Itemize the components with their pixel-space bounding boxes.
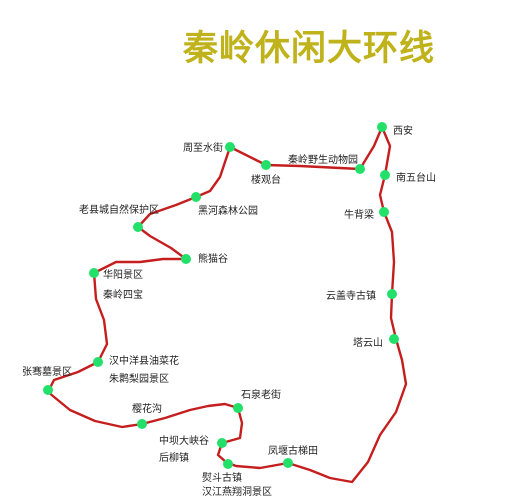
stop-marker-nanwutaishan[interactable] [380,170,390,180]
stop-marker-shiquan[interactable] [233,403,243,413]
stop-marker-heihe[interactable] [191,192,201,202]
stop-marker-zhongba[interactable] [217,438,227,448]
stop-marker-tayunshan[interactable] [389,334,399,344]
stop-label-heihe: 黑河森林公园 [198,204,258,217]
tour-route-line [46,125,408,484]
stop-label-fengtang: 凤堰古梯田 [268,444,318,457]
stop-label-zhongba: 中坝大峡谷 [159,434,209,447]
stop-marker-fengtang[interactable] [283,458,293,468]
stop-label-tayunshan: 塔云山 [353,336,383,349]
stop-label-yinghuagou: 樱花沟 [132,402,162,415]
stop-marker-laoxiancheng[interactable] [133,222,143,232]
stop-label-hanjiang: 汉江燕翔洞景区 [202,485,272,498]
stop-label-qinlingsibao: 秦岭四宝 [103,288,143,301]
stop-marker-zhouzhi[interactable] [225,142,235,152]
stop-label-zhuhuan: 朱鹮梨园景区 [109,372,169,385]
stop-marker-yeshengdongwu[interactable] [355,164,365,174]
stop-label-yeshengdongwu: 秦岭野生动物园 [288,153,358,166]
map-title: 秦岭休闲大环线 [183,29,436,69]
stop-label-zhangqian: 张骞墓景区 [22,365,72,378]
stop-marker-yungaisi[interactable] [387,289,397,299]
stop-label-laoxiancheng: 老县城自然保护区 [79,203,159,216]
stop-marker-yinghuagou[interactable] [137,419,147,429]
stop-marker-xudou[interactable] [223,459,233,469]
stop-label-xudou: 熨斗古镇 [202,471,242,484]
stop-label-louguantai: 楼观台 [251,173,281,186]
stop-label-hanzhong: 汉中洋县油菜花 [109,354,179,367]
stop-marker-zhangqian[interactable] [43,385,53,395]
stop-label-huayang: 华阳景区 [103,268,143,281]
stop-marker-niubeiliang[interactable] [379,207,389,217]
stop-label-zhouzhi: 周至水街 [183,141,223,154]
stop-label-houliu: 后柳镇 [159,451,189,464]
stop-marker-xiongmaogu[interactable] [181,254,191,264]
stop-label-xian: 西安 [393,124,413,137]
stop-marker-xian[interactable] [377,122,387,132]
stop-label-niubeiliang: 牛背梁 [344,208,374,221]
stop-marker-louguantai[interactable] [261,160,271,170]
stop-marker-hanzhong[interactable] [93,357,103,367]
stop-label-shiquan: 石泉老街 [241,388,281,401]
stop-marker-huayang[interactable] [89,268,99,278]
stop-label-nanwutaishan: 南五台山 [396,171,436,184]
stop-label-xiongmaogu: 熊猫谷 [198,252,228,265]
stop-label-yungaisi: 云盖寺古镇 [326,289,376,302]
